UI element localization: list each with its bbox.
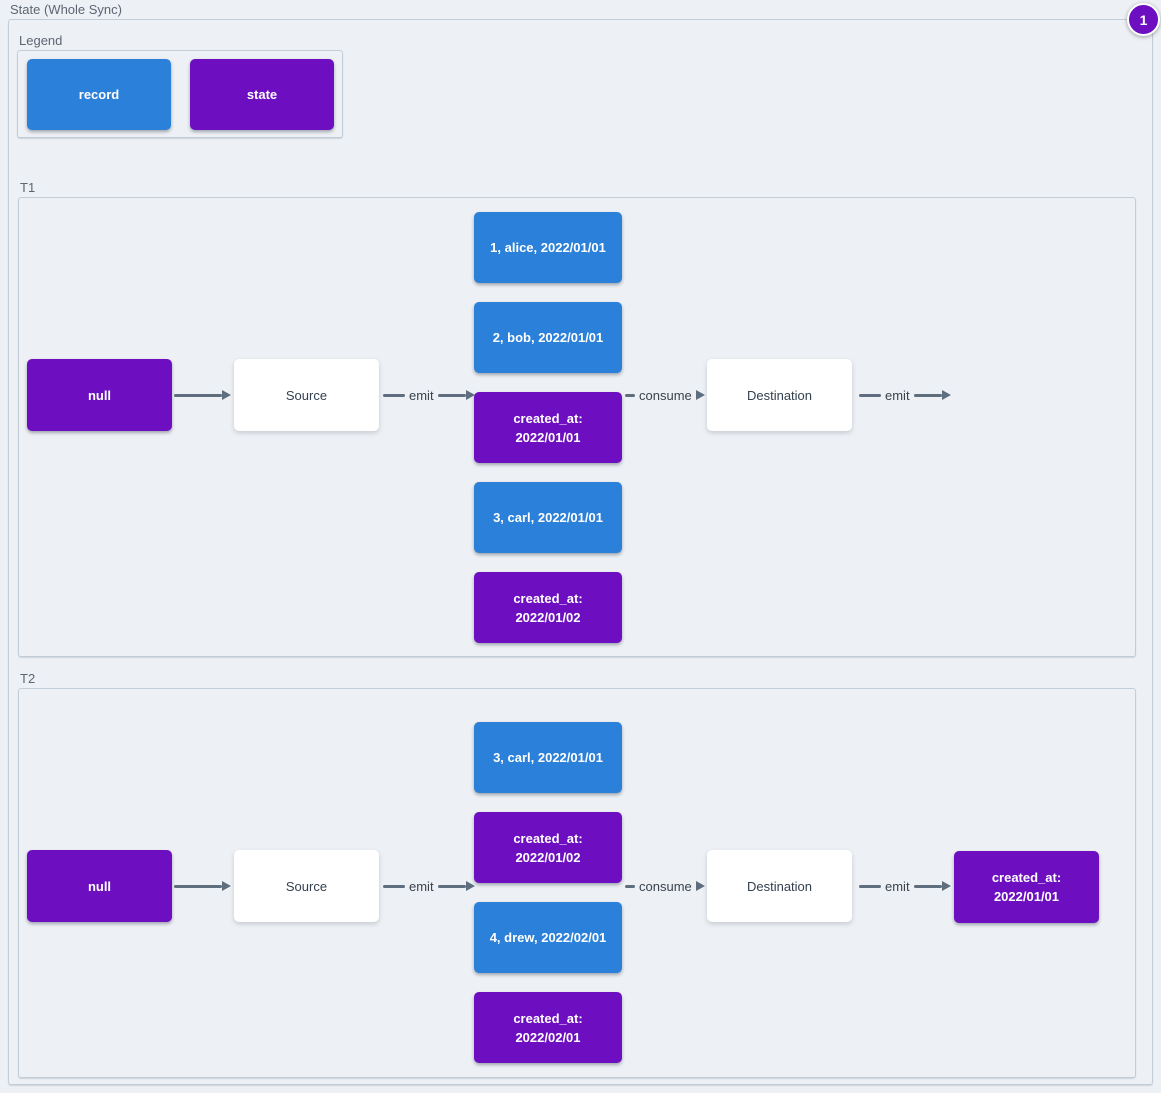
null-state-box: null <box>27 850 172 922</box>
consume-label: consume <box>639 387 692 403</box>
legend-record-box: record <box>27 59 171 130</box>
state-box: created_at:2022/01/02 <box>474 812 622 883</box>
consume-label: consume <box>639 878 692 894</box>
state-box: created_at:2022/01/01 <box>474 392 622 463</box>
legend-state-box: state <box>190 59 334 130</box>
emitted-state-box: created_at:2022/01/01 <box>954 851 1099 923</box>
record-box: 3, carl, 2022/01/01 <box>474 722 622 793</box>
connector-line <box>625 884 635 888</box>
arrowhead-icon <box>466 390 475 400</box>
record-box: 1, alice, 2022/01/01 <box>474 212 622 283</box>
timeline-t2-group: T2 null Source emit 3, carl, 2022/01/01 <box>18 671 1136 1078</box>
arrow-null-to-source <box>174 388 231 402</box>
timeline-t1-group: T1 null Source emit 1, alice, 2022/01/01 <box>18 180 1136 657</box>
source-label: Source <box>285 878 328 894</box>
arrowhead-icon <box>466 881 475 891</box>
destination-label: Destination <box>746 878 813 894</box>
connector-line <box>437 884 466 888</box>
timeline-t1-label: T1 <box>20 180 36 195</box>
record-box: 2, bob, 2022/01/01 <box>474 302 622 373</box>
record-box: 4, drew, 2022/02/01 <box>474 902 622 973</box>
legend-group: Legend record state <box>17 33 343 138</box>
null-state-box: null <box>27 359 172 431</box>
emit-label: emit <box>885 387 910 403</box>
consume-connector: consume <box>625 878 705 894</box>
connector-line <box>859 884 881 888</box>
null-label: null <box>87 878 112 894</box>
null-label: null <box>87 387 112 403</box>
source-label: Source <box>285 387 328 403</box>
consume-connector: consume <box>625 387 705 403</box>
connector-line <box>437 393 466 397</box>
connector-line <box>913 393 942 397</box>
emit-label: emit <box>885 878 910 894</box>
emit-connector-source: emit <box>383 878 475 894</box>
connector-line <box>625 393 635 397</box>
destination-node: Destination <box>707 359 852 431</box>
emit-connector-destination: emit <box>859 878 951 894</box>
connector-line <box>383 393 405 397</box>
connector-line <box>859 393 881 397</box>
destination-node: Destination <box>707 850 852 922</box>
state-box: created_at:2022/02/01 <box>474 992 622 1063</box>
step-badge: 1 <box>1127 3 1160 36</box>
emit-connector-source: emit <box>383 387 475 403</box>
timeline-t2-label: T2 <box>20 671 36 686</box>
connector-line <box>174 393 222 397</box>
legend-record-label: record <box>78 87 120 102</box>
arrowhead-icon <box>695 881 705 891</box>
destination-label: Destination <box>746 387 813 403</box>
state-box: created_at:2022/01/02 <box>474 572 622 643</box>
legend-label: Legend <box>19 33 63 48</box>
page-title: State (Whole Sync) <box>10 2 122 17</box>
emit-connector-destination: emit <box>859 387 951 403</box>
state-whole-sync-group: State (Whole Sync) Legend record state T… <box>8 2 1153 1085</box>
source-node: Source <box>234 359 379 431</box>
arrowhead-icon <box>222 390 231 400</box>
arrow-null-to-source <box>174 879 231 893</box>
legend-state-label: state <box>246 87 278 102</box>
arrowhead-icon <box>942 881 951 891</box>
connector-line <box>913 884 942 888</box>
emit-label: emit <box>409 878 434 894</box>
connector-line <box>383 884 405 888</box>
arrowhead-icon <box>942 390 951 400</box>
arrowhead-icon <box>695 390 705 400</box>
emit-label: emit <box>409 387 434 403</box>
arrowhead-icon <box>222 881 231 891</box>
connector-line <box>174 884 222 888</box>
source-node: Source <box>234 850 379 922</box>
record-box: 3, carl, 2022/01/01 <box>474 482 622 553</box>
